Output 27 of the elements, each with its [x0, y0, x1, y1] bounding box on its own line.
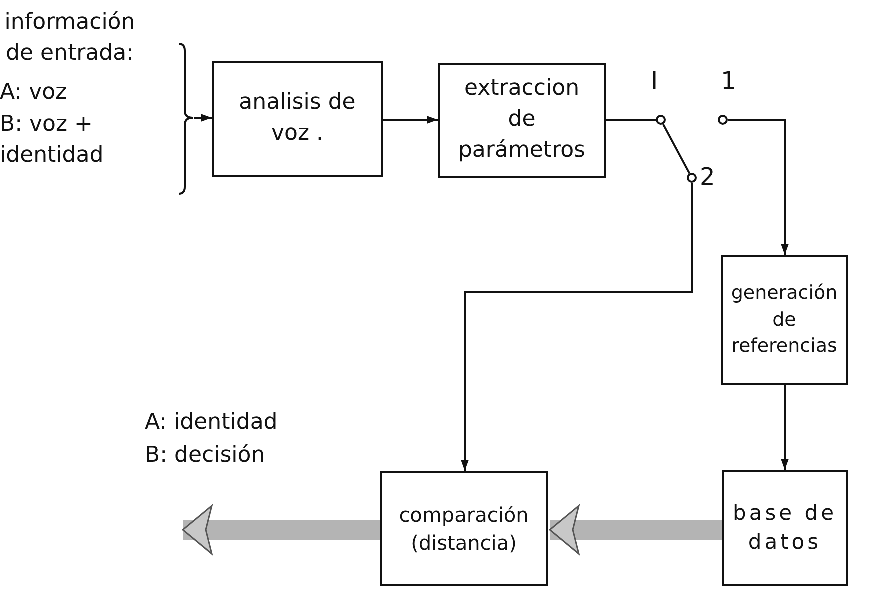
- input-label: A: voz: [0, 78, 68, 107]
- box-label: comparación (distancia): [398, 502, 530, 556]
- process-box: [212, 61, 383, 177]
- process-box: [722, 470, 848, 586]
- arrow: [194, 114, 212, 122]
- process-box: [721, 255, 848, 385]
- connector-line: [662, 124, 691, 174]
- wide-arrow: [182, 505, 380, 555]
- box-label: analisis de voz .: [238, 89, 357, 148]
- box-label: extraccion de parámetros: [457, 75, 587, 165]
- input-label: información de entrada:: [4, 9, 136, 68]
- terminal-label: 2: [700, 165, 716, 189]
- process-box: [380, 471, 548, 586]
- process-box: [438, 63, 606, 178]
- output-label: A: identidad: [145, 409, 279, 437]
- terminal-label: I: [651, 69, 658, 93]
- terminal-label: 1: [721, 69, 736, 93]
- wide-arrow: [549, 505, 722, 555]
- input-label: B: voz + identidad: [0, 111, 105, 170]
- output-label: B: decisión: [145, 442, 266, 470]
- connector-line: [606, 119, 656, 121]
- box-label: generación de referencias: [730, 281, 839, 360]
- arrow: [383, 116, 438, 124]
- arrow: [728, 119, 789, 255]
- arrow: [461, 183, 693, 471]
- arrow: [781, 385, 789, 470]
- box-label: base de datos: [732, 500, 838, 556]
